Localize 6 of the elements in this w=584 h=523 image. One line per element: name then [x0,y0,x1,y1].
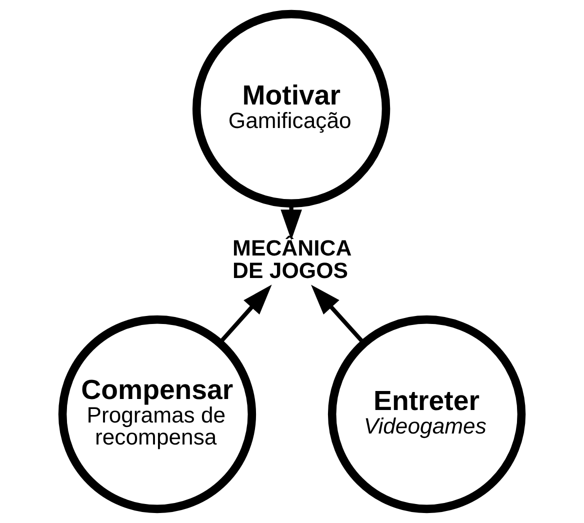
arrow [218,284,272,344]
node-circle: Motivar Gamificação [192,10,390,208]
node-circle: Entreter Videogames [328,315,526,514]
arrow [311,284,366,344]
node-circle: Compensar Programas de recompensa [58,315,256,514]
node-text: MECÂNICA DE JOGOS [232,236,352,283]
